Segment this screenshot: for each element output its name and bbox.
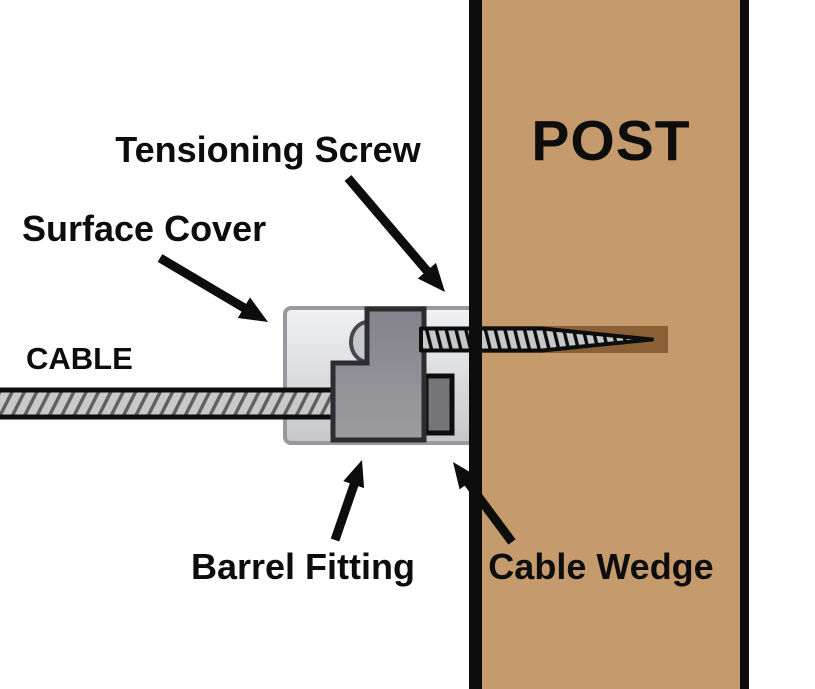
post-label: POST: [531, 109, 691, 173]
arrow-tensioning-screw: [344, 175, 445, 292]
arrow-surface-cover: [157, 254, 268, 322]
cable-wedge-shape: [423, 373, 455, 436]
arrow-cable-wedge: [453, 462, 516, 545]
post-left-border: [469, 0, 482, 689]
arrow-barrel-fitting: [330, 460, 365, 542]
surface-cover-label: Surface Cover: [22, 208, 267, 249]
cable-shape: [0, 387, 338, 420]
tensioning-screw-label: Tensioning Screw: [115, 129, 421, 170]
barrel-fitting-shape: [330, 306, 427, 443]
barrel-fitting-label: Barrel Fitting: [190, 546, 416, 587]
post-right-border: [740, 0, 749, 689]
cable-label: CABLE: [26, 341, 133, 376]
cable-wedge-label: Cable Wedge: [488, 546, 714, 587]
